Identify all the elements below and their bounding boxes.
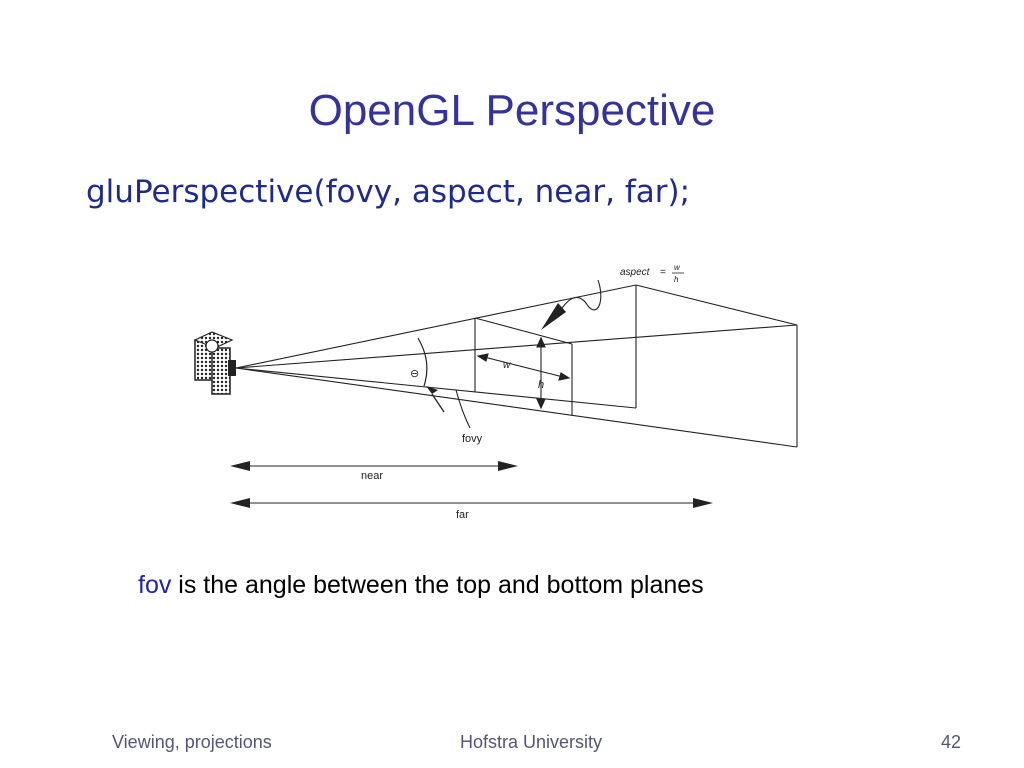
near-dimension: near bbox=[230, 461, 518, 482]
caption-highlight: fov bbox=[138, 571, 172, 599]
width-arrow bbox=[476, 353, 571, 381]
height-arrow bbox=[536, 336, 546, 410]
aspect-callout: aspect = w h bbox=[541, 263, 684, 330]
near-label: near bbox=[361, 470, 383, 482]
w-label: w bbox=[503, 360, 511, 371]
far-label: far bbox=[456, 509, 469, 521]
frustum-lines bbox=[235, 284, 798, 448]
perspective-frustum-diagram: aspect = w h w h ⊖ fovy near far bbox=[193, 263, 798, 521]
slide-number: 42 bbox=[941, 732, 962, 752]
fovy-callout: fovy bbox=[426, 386, 483, 445]
aspect-equals: = bbox=[660, 267, 666, 278]
theta-symbol: ⊖ bbox=[410, 368, 419, 380]
camera-icon bbox=[193, 331, 236, 395]
aspect-h: h bbox=[674, 275, 679, 284]
aspect-label: aspect bbox=[620, 267, 651, 278]
fov-arc bbox=[417, 337, 428, 387]
slide-title: OpenGL Perspective bbox=[308, 86, 716, 135]
code-line: gluPerspective(fovy, aspect, near, far); bbox=[86, 174, 691, 210]
h-label: h bbox=[538, 379, 544, 391]
footer-left: Viewing, projections bbox=[112, 732, 272, 752]
caption-text: is the angle between the top and bottom … bbox=[171, 571, 704, 599]
far-dimension: far bbox=[230, 498, 713, 521]
footer-center: Hofstra University bbox=[460, 732, 603, 752]
fovy-label: fovy bbox=[462, 433, 483, 445]
aspect-w: w bbox=[674, 263, 681, 272]
caption: fov is the angle between the top and bot… bbox=[138, 571, 704, 600]
